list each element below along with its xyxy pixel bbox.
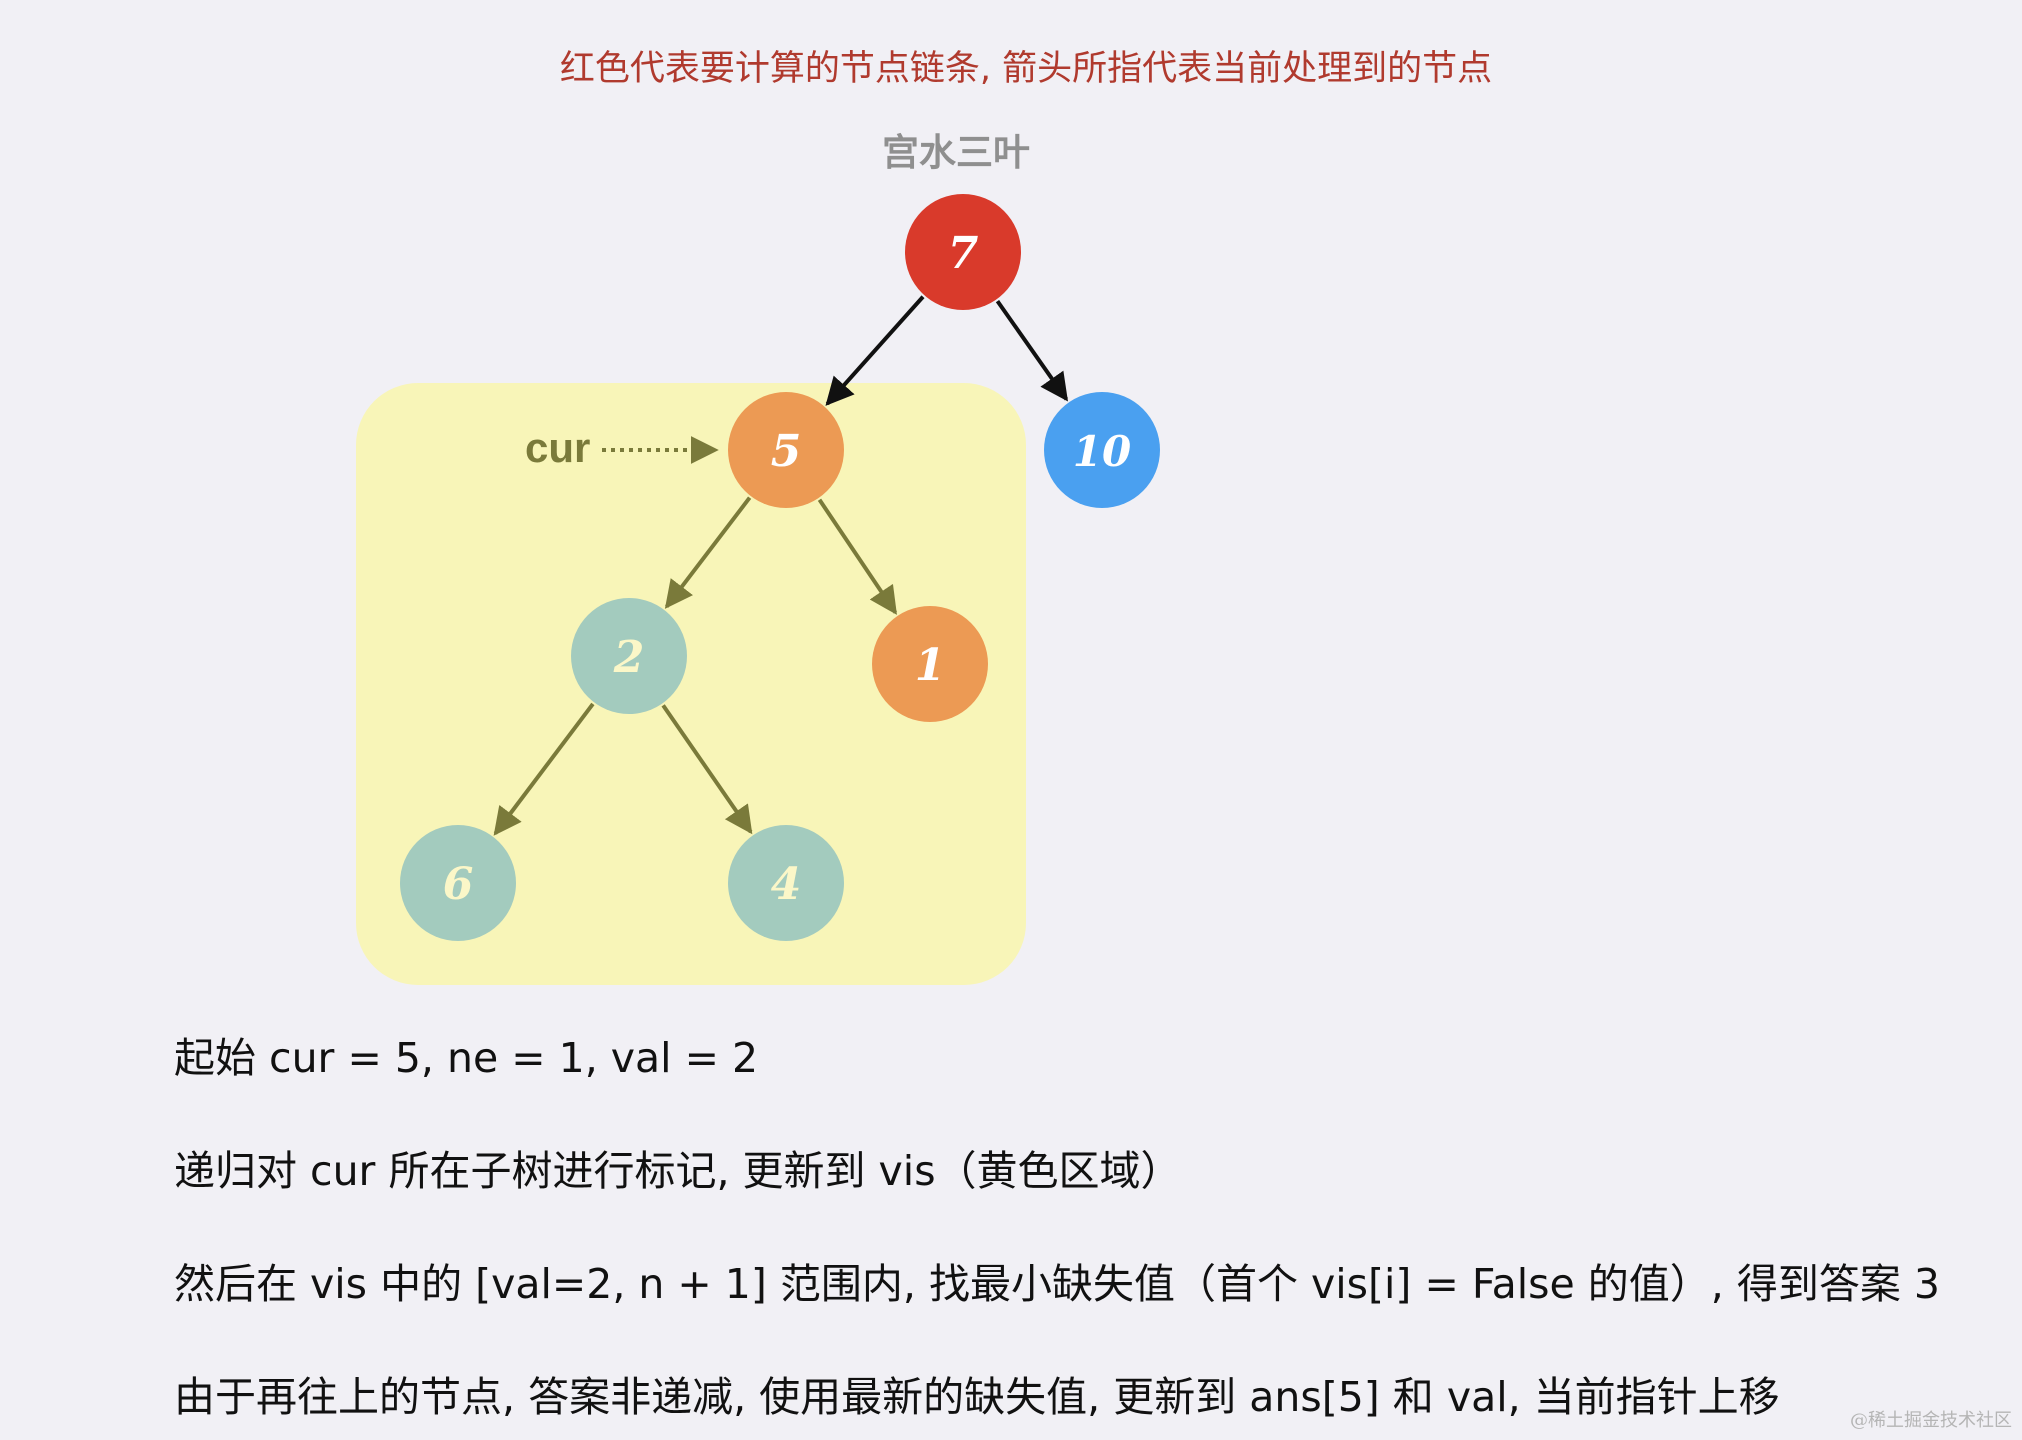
tree-node-10: 10	[1044, 392, 1160, 508]
tree-node-label-7: 7	[948, 228, 979, 279]
cur-pointer-label: cur	[525, 424, 590, 471]
tree-node-circle-2	[571, 598, 687, 714]
tree-node-circle-5	[728, 392, 844, 508]
edges-layer	[493, 295, 1069, 836]
edge-2-to-6	[493, 702, 595, 836]
tree-node-1: 1	[872, 606, 988, 722]
edge-2-to-4	[661, 704, 753, 835]
tree-node-4: 4	[728, 825, 844, 941]
step-line-2: 递归对 cur 所在子树进行标记, 更新到 vis（黄色区域）	[174, 1147, 1182, 1195]
step-line-1: 起始 cur = 5, ne = 1, val = 2	[174, 1034, 759, 1082]
step-line-4: 由于再往上的节点, 答案非递减, 使用最新的缺失值, 更新到 ans[5] 和 …	[174, 1373, 1780, 1421]
tree-node-6: 6	[400, 825, 516, 941]
highlighted-subtree-region	[356, 383, 1026, 985]
tree-node-label-2: 2	[613, 632, 645, 683]
edge-5-to-2	[664, 496, 752, 609]
edge-5-to-1	[817, 498, 898, 615]
tree-node-5: 5	[728, 392, 844, 508]
tree-node-circle-1	[872, 606, 988, 722]
edge-7-to-10	[995, 299, 1069, 402]
caption: 红色代表要计算的节点链条, 箭头所指代表当前处理到的节点	[559, 49, 1493, 89]
edge-7-to-5	[825, 295, 925, 406]
tree-node-label-10: 10	[1073, 427, 1131, 476]
tree-node-circle-7	[905, 194, 1021, 310]
author-label: 宫水三叶	[882, 131, 1030, 174]
cur-pointer: cur	[525, 424, 719, 471]
tree-node-7: 7	[905, 194, 1021, 310]
tree-node-label-1: 1	[915, 640, 946, 691]
tree-node-label-6: 6	[443, 859, 474, 910]
nodes-layer: 7 5 10 2 1 6 4	[400, 194, 1160, 941]
tree-node-circle-4	[728, 825, 844, 941]
watermark: @稀土掘金技术社区	[1850, 1410, 2012, 1431]
tree-node-2: 2	[571, 598, 687, 714]
step-line-3: 然后在 vis 中的 [val=2, n + 1] 范围内, 找最小缺失值（首个…	[174, 1260, 1940, 1308]
tree-node-label-4: 4	[771, 859, 802, 910]
tree-node-circle-6	[400, 825, 516, 941]
tree-node-label-5: 5	[771, 426, 802, 477]
tree-node-circle-10	[1044, 392, 1160, 508]
